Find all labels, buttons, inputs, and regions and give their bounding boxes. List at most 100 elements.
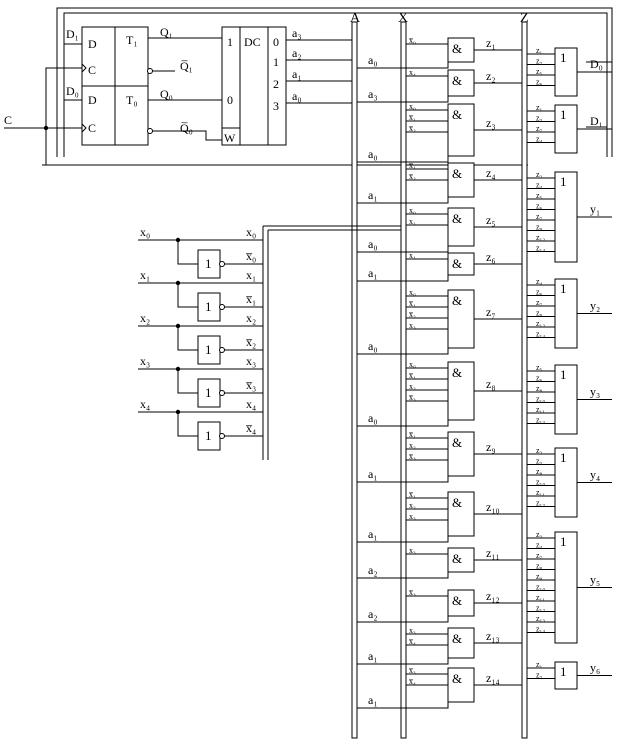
or-input-label-8-0: z₁ <box>536 660 543 669</box>
or-input-label-5-4: z₁₁ <box>536 405 545 414</box>
and-output-label-6: z₆ <box>486 250 496 264</box>
decoder-in1-label: 1 <box>227 35 233 49</box>
or-output-label-1: D₀ <box>590 57 603 71</box>
input-label-3: x₃ <box>140 354 150 368</box>
and-input-label-7-0: x₀ <box>409 288 416 297</box>
a-label-11: a₂ <box>368 563 378 577</box>
and-output-label-13: z₁₃ <box>486 629 500 643</box>
or-input-label-6-3: z₁₀ <box>536 478 545 487</box>
and-input-label-3-2: x̅₂ <box>408 124 416 133</box>
and-input-label-4-0: x̅₁ <box>408 161 416 170</box>
and-gate-8 <box>447 361 475 421</box>
and-gate-symbol-8: & <box>452 365 462 380</box>
a-line-11 <box>357 572 449 579</box>
input-label-4: x₄ <box>140 397 150 411</box>
a-label-9: a₁ <box>368 467 378 481</box>
and-gate-symbol-6: & <box>452 256 462 271</box>
bus-a-label: A <box>350 11 361 26</box>
and-input-label-11-0: x₃ <box>409 546 416 555</box>
rail-to-x-bus <box>263 225 401 231</box>
or-input-label-1-1: z₂ <box>536 57 543 66</box>
inverter-feed-1 <box>177 283 198 308</box>
decoder-title: DC <box>244 35 261 49</box>
or-output-label-3: y₁ <box>590 202 600 216</box>
a-label-10: a₁ <box>368 527 378 541</box>
and-output-label-7: z₇ <box>486 305 496 319</box>
or-input-label-3-4: z₇ <box>536 212 543 221</box>
rail-label-inverted-3: x̅₃ <box>245 378 256 392</box>
or-input-label-7-7: z₁₂ <box>536 604 545 613</box>
or-input-label-7-9: z₁₄ <box>536 625 545 634</box>
or-input-label-3-1: z₄ <box>536 181 543 190</box>
or-input-label-5-0: z₅ <box>536 363 543 372</box>
decoder-label-a2: a₂ <box>292 46 302 60</box>
a-line-8 <box>357 420 449 427</box>
and-input-label-8-2: x₂ <box>409 382 416 391</box>
and-gate-symbol-1: & <box>452 41 462 56</box>
decoder-label-a0: a₀ <box>292 89 302 103</box>
or-gate-symbol-8: 1 <box>560 664 567 679</box>
or-input-label-7-5: z₁₀ <box>536 583 545 592</box>
or-gate-symbol-6: 1 <box>560 450 567 465</box>
a-line-12 <box>357 616 449 623</box>
bus-a <box>351 21 358 739</box>
or-output-label-4: y₂ <box>590 299 600 313</box>
t1-d-label: D <box>88 37 97 51</box>
and-gate-symbol-11: & <box>452 551 462 566</box>
and-gate-symbol-13: & <box>452 631 462 646</box>
a-line-3 <box>357 156 449 163</box>
bus-z-label: Z <box>520 11 529 26</box>
a-line-4 <box>357 197 449 204</box>
and-output-label-4: z₄ <box>486 166 496 180</box>
or-input-label-4-0: z₄ <box>536 277 543 286</box>
or-input-label-6-5: z₁₃ <box>536 499 545 508</box>
a-label-6: a₁ <box>368 266 378 280</box>
decoder-out-3: 3 <box>273 99 279 113</box>
inverter-bubble-1 <box>219 304 225 310</box>
and-input-label-7-3: x₃ <box>409 321 416 330</box>
or-input-label-2-0: z₁ <box>536 103 543 112</box>
input-rail <box>262 226 269 460</box>
t1-qn-bubble <box>147 68 153 74</box>
inverter-symbol-4: 1 <box>205 428 212 443</box>
t1-q-label: Q₁ <box>160 25 173 39</box>
rail-label-inverted-1: x̅₁ <box>245 292 256 306</box>
a-label-4: a₁ <box>368 188 378 202</box>
and-output-label-11: z₁₁ <box>486 546 500 560</box>
and-gate-14 <box>447 667 475 703</box>
a-label-14: a₁ <box>368 693 378 707</box>
or-input-label-3-7: z₁₄ <box>536 244 545 253</box>
and-input-label-5-0: x₀ <box>409 206 416 215</box>
inverter-bubble-0 <box>219 261 225 267</box>
and-output-label-2: z₂ <box>486 69 496 83</box>
and-gate-7 <box>447 289 475 349</box>
rail-label-inverted-2: x̅₂ <box>245 335 256 349</box>
and-gate-symbol-7: & <box>452 293 462 308</box>
clock-label: C <box>4 113 12 127</box>
or-input-label-4-2: z₇ <box>536 298 543 307</box>
a-line-13 <box>357 658 449 665</box>
and-input-label-14-0: x̅₃ <box>408 666 416 675</box>
and-input-label-12-0: x̅₃ <box>408 588 416 597</box>
feedback-frame-inner <box>63 12 608 157</box>
or-input-label-5-3: z₁₀ <box>536 395 545 404</box>
or-input-label-3-5: z₉ <box>536 223 543 232</box>
and-gate-5 <box>447 207 475 247</box>
and-gate-9 <box>447 431 475 477</box>
bus-x-label: X <box>398 11 408 26</box>
input-label-2: x₂ <box>140 311 150 325</box>
and-gate-symbol-9: & <box>452 435 462 450</box>
decoder-out-2: 2 <box>273 77 279 91</box>
and-gate-symbol-12: & <box>452 593 462 608</box>
t1-qn-label: Q̅₁ <box>180 59 193 73</box>
and-gate-2 <box>447 69 475 97</box>
clock-edge-marks <box>81 63 87 133</box>
decoder-out-1: 1 <box>273 55 279 69</box>
and-gate-symbol-14: & <box>452 671 462 686</box>
t1-c-label: C <box>88 63 96 77</box>
decoder-out-0: 0 <box>273 35 279 49</box>
and-output-label-12: z₁₂ <box>486 589 500 603</box>
register-dividers <box>82 27 148 145</box>
bus-z <box>521 21 528 739</box>
decoder-enable-label: W <box>224 131 236 145</box>
